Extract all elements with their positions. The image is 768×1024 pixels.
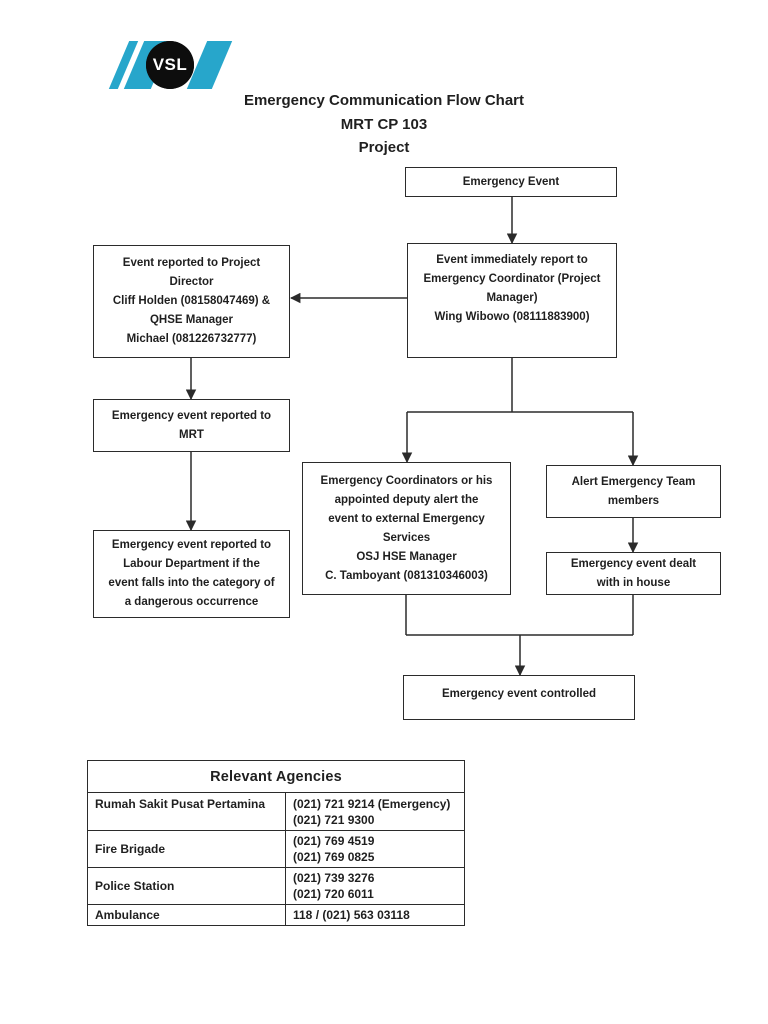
node-external-services: Emergency Coordinators or his appointed …	[302, 462, 511, 595]
agency-name-cell: Police Station	[87, 867, 286, 905]
title-line-3: Project	[358, 139, 410, 156]
agency-name-cell: Fire Brigade	[87, 830, 286, 868]
agency-phone-cell: (021) 721 9214 (Emergency) (021) 721 930…	[285, 792, 465, 831]
title-line-2: MRT CP 103	[340, 115, 428, 133]
vsl-logo: VSL	[57, 40, 233, 90]
agency-phone-cell: (021) 739 3276 (021) 720 6011	[285, 867, 465, 905]
table-header-row: Relevant Agencies	[87, 760, 465, 793]
agency-name-cell: Rumah Sakit Pusat Pertamina	[87, 792, 286, 831]
page-title: Emergency Communication Flow Chart MRT C…	[0, 89, 768, 160]
node-text: Alert Emergency Team members	[571, 475, 696, 507]
agency-name-cell: Ambulance	[87, 904, 286, 926]
table-row: Rumah Sakit Pusat Pertamina (021) 721 92…	[87, 792, 465, 831]
node-labour-report: Emergency event reported to Labour Depar…	[93, 530, 290, 618]
table-row: Fire Brigade (021) 769 4519 (021) 769 08…	[87, 830, 465, 868]
agencies-table: Relevant Agencies Rumah Sakit Pusat Pert…	[87, 760, 465, 926]
node-immediate-report: Event immediately report to Emergency Co…	[407, 243, 617, 358]
table-row: Police Station (021) 739 3276 (021) 720 …	[87, 867, 465, 905]
node-text: Emergency event controlled	[441, 688, 597, 700]
title-line-1: Emergency Communication Flow Chart	[243, 92, 525, 109]
node-mrt-report: Emergency event reported to MRT	[93, 399, 290, 452]
node-text: Emergency event reported to Labour Depar…	[108, 539, 275, 608]
agency-phone-cell: (021) 769 4519 (021) 769 0825	[285, 830, 465, 868]
node-text: Emergency event reported to MRT	[111, 409, 272, 441]
logo-text: VSL	[152, 55, 188, 74]
logo-circle: VSL	[146, 41, 194, 89]
node-text: Event reported to Project Director Cliff…	[112, 257, 271, 345]
node-text: Emergency event dealt with in house	[570, 557, 697, 589]
node-text: Emergency Event	[462, 175, 560, 188]
node-alert-team: Alert Emergency Team members	[546, 465, 721, 518]
node-text: Emergency Coordinators or his appointed …	[320, 474, 493, 582]
node-emergency-event: Emergency Event	[405, 167, 617, 197]
node-dealt-in-house: Emergency event dealt with in house	[546, 552, 721, 595]
table-row: Ambulance 118 / (021) 563 03118	[87, 904, 465, 926]
agency-phone-cell: 118 / (021) 563 03118	[285, 904, 465, 926]
node-text: Event immediately report to Emergency Co…	[423, 254, 601, 323]
node-project-director: Event reported to Project Director Cliff…	[93, 245, 290, 358]
node-event-controlled: Emergency event controlled	[403, 675, 635, 720]
table-title: Relevant Agencies	[87, 760, 465, 793]
